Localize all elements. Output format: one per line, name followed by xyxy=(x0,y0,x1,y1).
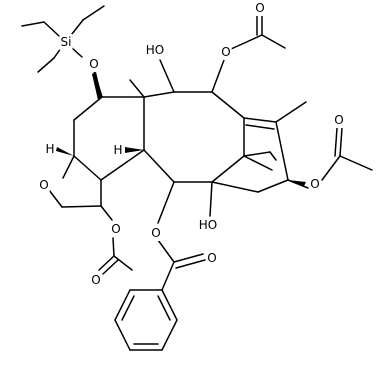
o-bz-label: O xyxy=(151,226,160,240)
o-keto-right-label: O xyxy=(334,113,343,127)
o-oac-left-label: O xyxy=(111,222,120,236)
atom-label-background xyxy=(59,34,73,50)
o-oac-right-label: O xyxy=(310,177,319,191)
o-oxetane-label: O xyxy=(39,178,48,192)
atom-label-background xyxy=(110,221,122,237)
atom-label-background xyxy=(90,272,102,288)
ho-top-label: HO xyxy=(146,43,164,57)
atom-label-background xyxy=(150,225,162,241)
atom-label-background xyxy=(144,42,166,58)
atom-label-background xyxy=(206,250,218,266)
o-otes-label: O xyxy=(89,57,98,71)
stereo-wedges xyxy=(56,72,306,186)
atom-label-background xyxy=(38,177,50,193)
bond-lines xyxy=(21,5,373,351)
o-keto-top-label: O xyxy=(255,1,264,15)
atom-label-background xyxy=(44,141,56,157)
atom-label-background xyxy=(220,44,232,60)
atom-label-background xyxy=(254,0,266,16)
h-mid-label: H xyxy=(113,143,122,157)
h-left-label: H xyxy=(45,142,54,156)
atom-label-background xyxy=(197,217,219,233)
atom-label-background xyxy=(112,142,124,158)
ho-mid-label: HO xyxy=(199,218,217,232)
si-atom-label: Si xyxy=(61,35,72,49)
o-oac-top-label: O xyxy=(221,45,230,59)
atom-labels: Si O HO O O O O H H O O O O O HO xyxy=(38,0,345,288)
o-keto-bz-label: O xyxy=(207,251,216,265)
atom-label-background xyxy=(88,56,100,72)
o-keto-left-label: O xyxy=(91,273,100,287)
atom-label-background xyxy=(333,112,345,128)
atom-label-background xyxy=(309,176,321,192)
